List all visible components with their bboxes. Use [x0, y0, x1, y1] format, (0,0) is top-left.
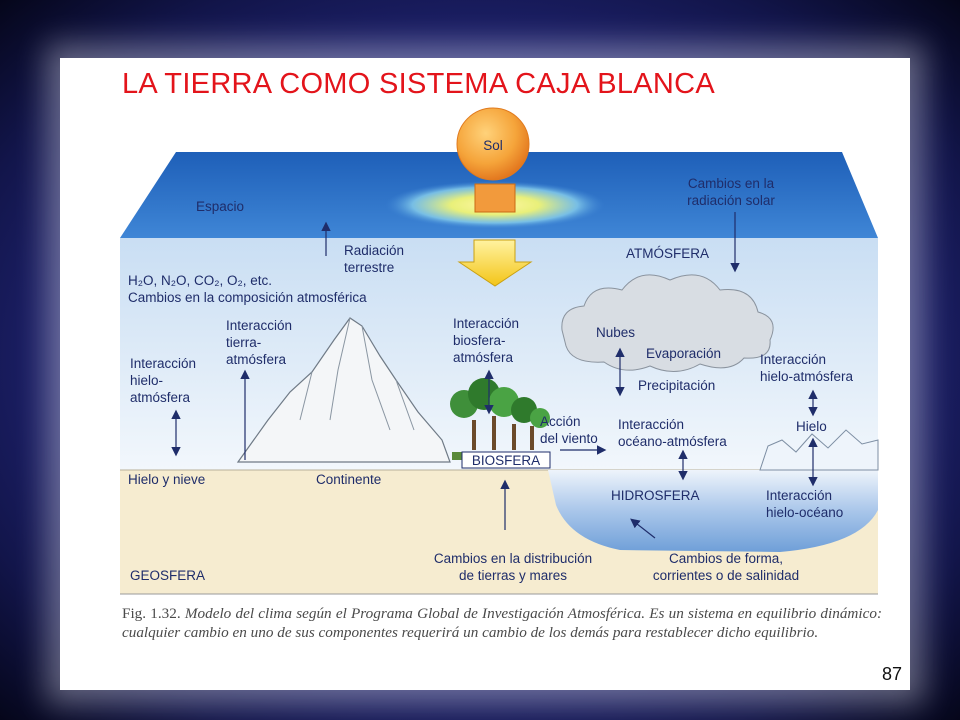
ice-ocean-line2: hielo-océano: [766, 505, 843, 520]
wind-line2: del viento: [540, 431, 598, 446]
glacier-icon: [759, 429, 879, 471]
evaporation-label: Evaporación: [646, 346, 721, 361]
atmosphere-label: ATMÓSFERA: [626, 246, 709, 261]
form-changes-line1: Cambios de forma,: [669, 551, 783, 566]
precipitation-label: Precipitación: [638, 378, 715, 393]
sun-label: Sol: [483, 138, 503, 153]
bio-atm-line2: biosfera-: [453, 333, 506, 348]
ice-label: Hielo: [796, 419, 827, 434]
solar-changes-line1: Cambios en la: [688, 176, 775, 191]
biosphere-label: BIOSFERA: [472, 453, 540, 468]
land-atm-line2: tierra-: [226, 335, 261, 350]
bio-atm-line3: atmósfera: [453, 350, 514, 365]
ice-snow-label: Hielo y nieve: [128, 472, 205, 487]
wind-line1: Acción: [540, 414, 581, 429]
figure-caption: Fig. 1.32. Modelo del clima según el Pro…: [122, 604, 882, 642]
continent-label: Continente: [316, 472, 381, 487]
ocean-basin: [548, 470, 878, 552]
ice-atm-right-line2: hielo-atmósfera: [760, 369, 854, 384]
ocean-atm-line2: océano-atmósfera: [618, 434, 727, 449]
space-label: Espacio: [196, 199, 244, 214]
slide-title: LA TIERRA COMO SISTEMA CAJA BLANCA: [122, 68, 716, 100]
ice-atm-left-line1: Interacción: [130, 356, 196, 371]
clouds-label: Nubes: [596, 325, 635, 340]
gases-label: H₂O, N₂O, CO₂, O₂, etc.: [128, 273, 272, 288]
ice-atm-right-line1: Interacción: [760, 352, 826, 367]
solar-window: [474, 183, 516, 213]
land-atm-line1: Interacción: [226, 318, 292, 333]
terrestrial-radiation-line2: terrestre: [344, 260, 394, 275]
land-atm-line3: atmósfera: [226, 352, 287, 367]
ocean-atm-line1: Interacción: [618, 417, 684, 432]
figure-number: Fig. 1.32.: [122, 605, 181, 622]
ice-atm-left-line3: atmósfera: [130, 390, 191, 405]
biosphere-box: [461, 451, 551, 469]
sun-icon: [456, 107, 530, 181]
page-number: 87: [876, 661, 908, 687]
ice-ocean-line1: Interacción: [766, 488, 832, 503]
bio-atm-line1: Interacción: [453, 316, 519, 331]
land-sea-changes-line2: de tierras y mares: [459, 568, 567, 583]
clouds-icon: [561, 274, 774, 372]
solar-radiation-arrow: [457, 239, 533, 287]
land-sea-changes-line1: Cambios en la distribución: [434, 551, 592, 566]
geosphere-label: GEOSFERA: [130, 568, 205, 583]
figure-caption-text: Modelo del clima según el Programa Globa…: [122, 605, 883, 641]
terrestrial-radiation-line1: Radiación: [344, 243, 404, 258]
form-changes-line2: corrientes o de salinidad: [653, 568, 799, 583]
composition-changes-label: Cambios en la composición atmosférica: [128, 290, 367, 305]
hydrosphere-label: HIDROSFERA: [611, 488, 700, 503]
ice-atm-left-line2: hielo-: [130, 373, 163, 388]
solar-changes-line2: radiación solar: [687, 193, 775, 208]
